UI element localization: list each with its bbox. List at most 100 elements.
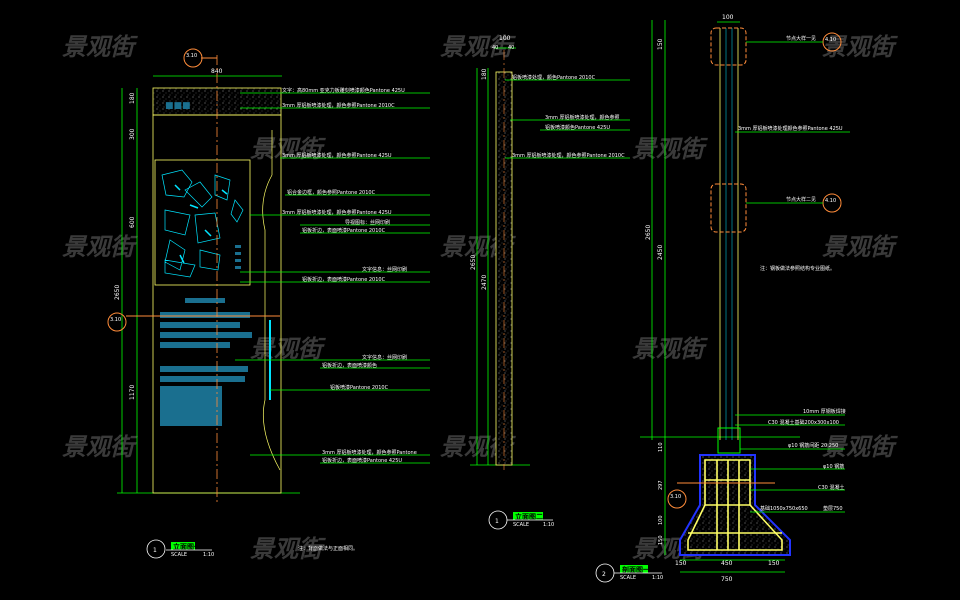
drawing-line: [505, 79, 630, 159]
drawing-label: 铝板喷漆处理，颜色Pantone 2010C: [512, 74, 596, 81]
drawing-line: [470, 47, 530, 466]
drawing-label: 1: [495, 518, 499, 525]
drawing-line: [160, 322, 240, 328]
drawing-line: [735, 41, 850, 513]
drawing-label: 景观街: [250, 335, 326, 363]
drawing-label: 铝板折边，表面喷漆Pantone 425U: [322, 457, 402, 464]
drawing-label: 3mm 厚铝板喷漆处理，颜色参照Pantone 425U: [282, 209, 392, 216]
drawing-line: [107, 312, 127, 332]
drawing-line: [235, 266, 241, 269]
drawing-label: 150: [768, 560, 780, 567]
drawing-label: 3mm 厚铝板喷漆处理，颜色参照: [545, 114, 620, 121]
drawing-label: 立面图二: [515, 512, 543, 521]
drawing-label: 1170: [129, 385, 136, 400]
drawing-label: 景观街: [62, 33, 138, 61]
drawing-label: 840: [211, 68, 223, 75]
drawing-label: 文字信息：丝网印刷: [362, 266, 407, 273]
drawing-label: 铝合金边框，颜色参照Pantone 2010C: [287, 189, 376, 196]
elevation-1-leaders: [235, 92, 430, 464]
drawing-label: 立面图一: [173, 542, 201, 551]
drawing-label: 文字信息：丝网印刷: [362, 354, 407, 361]
ref-bubble-side: 3.10: [107, 312, 280, 332]
drawing-label: SCALE: [171, 552, 187, 558]
drawing-label: 3.10: [186, 53, 197, 59]
section-1-title-block: 2 剖面图一 SCALE 1:10: [595, 563, 663, 583]
drawing-label: 1:10: [203, 552, 214, 558]
drawing-label: 垫层750: [823, 505, 843, 512]
drawing-label: 景观街: [822, 33, 898, 61]
detail-callout-1: [710, 27, 747, 66]
map-panel: [154, 159, 251, 286]
drawing-line: [146, 539, 166, 559]
drawing-line: [667, 489, 687, 509]
drawing-line: [235, 259, 241, 262]
drawing-label: 40: [492, 45, 498, 51]
drawing-line: [620, 565, 648, 573]
drawing-label: 节点大样二见: [786, 196, 816, 203]
drawing-label: 1:10: [652, 575, 663, 581]
drawing-line: [235, 245, 241, 248]
watermarks: 景观街 景观街 景观街 景观街 景观街 景观街 景观街 景观街 景观街 景观街 …: [62, 33, 898, 563]
drawing-label: 300: [129, 128, 136, 140]
drawing-label: 150: [675, 560, 687, 567]
drawing-label: 铝板折边，表面喷漆Pantone 2010C: [302, 276, 386, 283]
drawing-label: 3.10: [670, 494, 681, 500]
drawing-label: 铝板喷漆Pantone 2010C: [330, 384, 389, 391]
drawing-label: 2: [602, 571, 606, 578]
text-block: [160, 298, 252, 426]
elevation-1: 840 180 300 600 2650 1170 ■■■ 3.10: [107, 48, 430, 559]
drawing-line: [160, 312, 250, 318]
foundation: [679, 427, 791, 556]
drawing-label: 景观街: [822, 433, 898, 461]
drawing-line: [687, 459, 783, 551]
drawing-line: [171, 542, 195, 550]
ref-bubble-section: 3.10: [667, 482, 775, 509]
post: [719, 28, 739, 440]
drawing-label: 注：背面做法与正面相同。: [298, 545, 358, 552]
drawing-label: 450: [721, 560, 733, 567]
drawing-label: 100: [722, 14, 734, 21]
drawing-label: 3.10: [110, 317, 121, 323]
drawing-line: [160, 342, 230, 348]
drawing-line: [161, 169, 244, 278]
drawing-label: 景观街: [62, 233, 138, 261]
drawing-label: 3mm 厚铝板喷漆处理颜色参照Pantone 425U: [738, 125, 843, 132]
drawing-line: [160, 386, 222, 426]
drawing-label: 3mm 厚铝板喷漆处理，颜色参照Pantone 425U: [282, 152, 392, 159]
elevation-2-title-block: 1 立面图二 SCALE 1:10: [488, 510, 554, 530]
section-1: 100 150 2650 2450 110 297 100 150 150 45…: [595, 14, 850, 583]
drawing-label: 节点大样一见: [786, 35, 816, 42]
drawing-label: 100: [499, 35, 511, 42]
drawing-label: 2650: [470, 255, 477, 270]
drawing-line: [185, 298, 225, 303]
drawing-label: 剖面图一: [622, 565, 650, 574]
drawing-label: 180: [481, 68, 488, 80]
drawing-label: C30 混凝土基础200x300x100: [768, 419, 839, 426]
drawing-line: [262, 130, 281, 471]
drawing-line: [174, 184, 228, 264]
elevation-1-labels: 文字：高80mm 亚克力板雕刻喷漆颜色Pantone 425U 3mm 厚铝板喷…: [282, 87, 417, 464]
drawing-label: 铝板折边，表面喷漆颜色: [322, 362, 377, 369]
drawing-label: 基础1050x750x650: [760, 505, 808, 512]
cap-logo: ■■■: [165, 101, 191, 111]
drawing-label: 文字：高80mm 亚克力板雕刻喷漆颜色Pantone 425U: [282, 87, 405, 94]
drawing-label: 180: [129, 92, 136, 104]
drawing-label: 1: [153, 547, 157, 554]
ref-bubble-top: 3.10: [183, 48, 217, 68]
drawing-line: [513, 512, 543, 520]
drawing-label: 2470: [481, 275, 488, 290]
drawing-line: [717, 427, 741, 454]
drawing-label: 297: [658, 480, 664, 490]
drawing-label: φ10 钢筋间距 20,250: [788, 442, 838, 449]
drawing-label: 40: [508, 45, 514, 51]
drawing-label: 景观街: [62, 433, 138, 461]
ref-bubble-2: 4.10: [822, 193, 842, 213]
drawing-label: 150: [658, 535, 664, 545]
drawing-line: [160, 332, 252, 338]
drawing-label: 导视图标：丝网印刷: [345, 219, 390, 226]
drawing-label: 1:10: [543, 522, 554, 528]
drawing-line: [160, 366, 248, 372]
drawing-label: 10mm 厚钢板焊接: [803, 408, 846, 415]
drawing-label: 3mm 厚铝板喷漆处理，颜色参照Pantone 2010C: [512, 152, 625, 159]
